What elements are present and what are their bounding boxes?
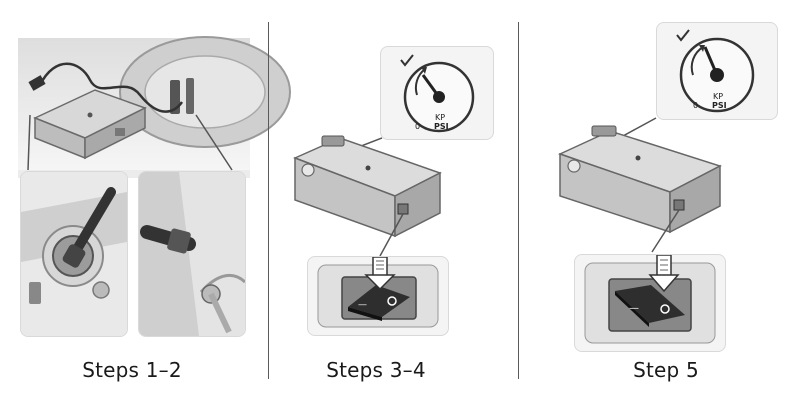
pressure-gauge-icon: KP PSI 0: [676, 29, 755, 113]
rocker-switch-icon: —: [317, 257, 439, 328]
compressor-connection-illustration: [18, 36, 291, 178]
caption-steps-1-2: Steps 1–2: [82, 358, 182, 382]
detail-tire-valve: [138, 171, 246, 337]
gauge-callout: KP PSI 0: [656, 22, 778, 120]
gauge-unit-psi: PSI: [434, 122, 449, 131]
panel-steps-1-2: Steps 1–2: [0, 0, 291, 407]
caption-step-5: Step 5: [633, 358, 699, 382]
caption-steps-3-4: Steps 3–4: [326, 358, 426, 382]
gauge-unit-kpa: KP: [713, 92, 723, 101]
rocker-switch-icon: —: [584, 255, 716, 344]
tire-valve-icon: [139, 172, 245, 336]
compressor-illustration: [557, 117, 722, 253]
check-mark-icon: [400, 54, 414, 67]
gauge-zero: 0: [693, 101, 698, 110]
gauge-unit-psi: PSI: [712, 101, 727, 110]
gauge-zero: 0: [415, 122, 420, 131]
gauge-callout: KP PSI 0: [380, 46, 494, 140]
switch-callout-on: —: [574, 254, 726, 352]
svg-text:—: —: [629, 303, 639, 314]
svg-text:—: —: [358, 300, 367, 310]
check-mark-icon: [676, 29, 690, 42]
divider-1: [268, 22, 269, 379]
switch-callout-off: —: [307, 256, 449, 336]
gauge-unit-kpa: KP: [435, 113, 445, 122]
panel-step-5: KP PSI 0 — Step 5: [520, 0, 800, 407]
panel-steps-3-4: KP PSI 0 — Steps 3–4: [270, 0, 518, 407]
compressor-illustration: [293, 135, 442, 257]
divider-2: [518, 22, 519, 379]
power-outlet-icon: [21, 172, 127, 336]
detail-power-outlet: [20, 171, 128, 337]
pressure-gauge-icon: KP PSI 0: [400, 54, 475, 133]
